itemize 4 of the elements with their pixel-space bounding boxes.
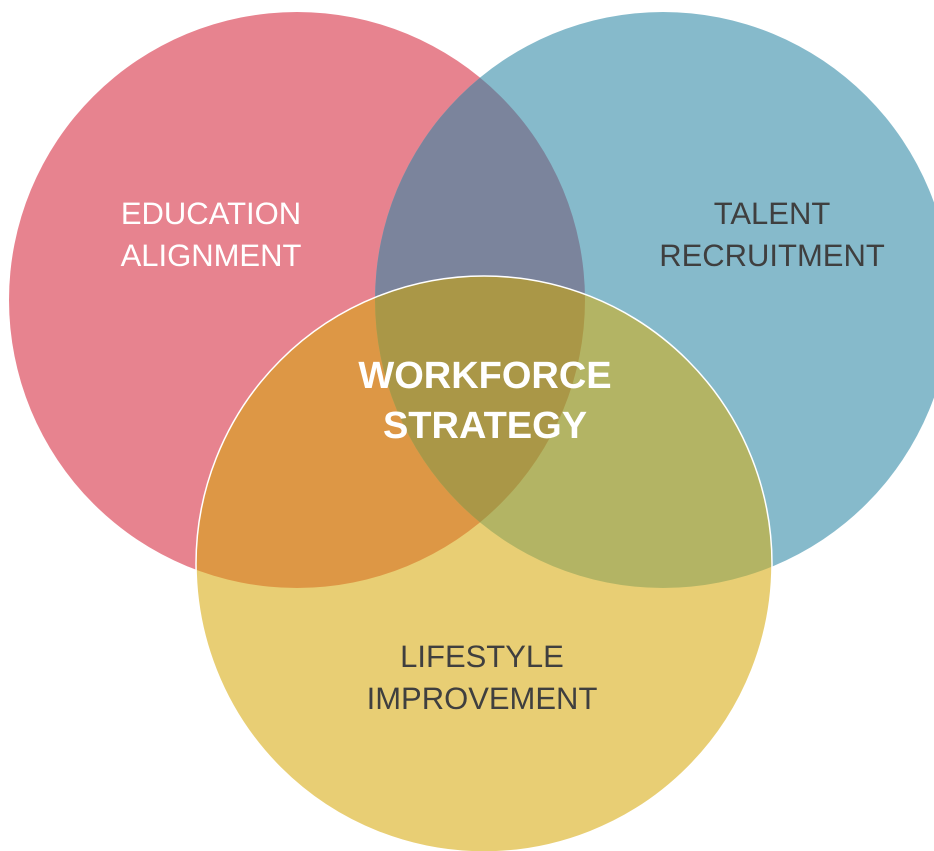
circle-label: LIFESTYLE IMPROVEMENT (366, 638, 598, 718)
circle-label: TALENT RECRUITMENT (658, 195, 886, 275)
center-label: WORKFORCE STRATEGY (357, 354, 613, 449)
circle-label: EDUCATION ALIGNMENT (120, 195, 302, 275)
